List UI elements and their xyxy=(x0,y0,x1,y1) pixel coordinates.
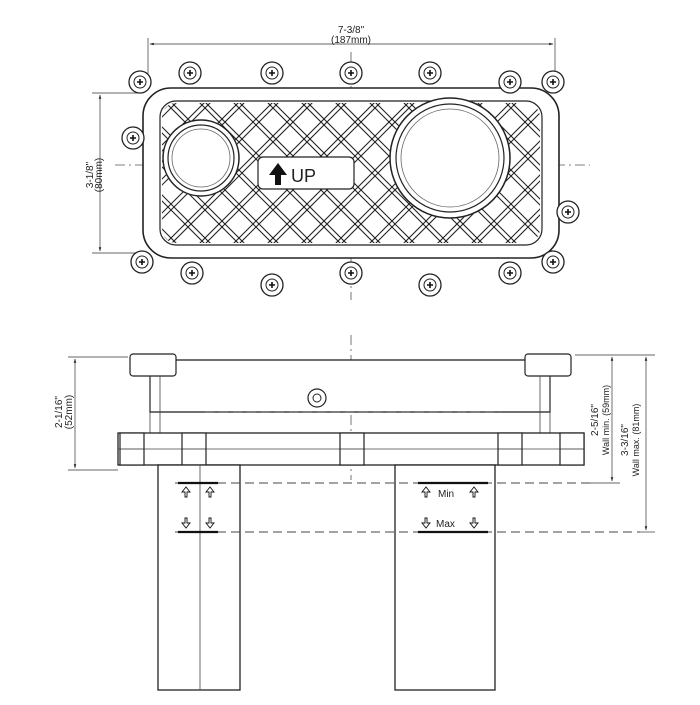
side-height-mm-label: (52mm) xyxy=(64,395,75,429)
wall-max-dimension: 3-3/16" Wall max. (81mm) xyxy=(620,354,655,533)
arrow-up-icon xyxy=(269,163,287,185)
arrow-down-icon xyxy=(205,517,215,529)
cross-screw-icon xyxy=(130,135,136,141)
flange-block xyxy=(497,432,523,466)
side-height-inch-label: 2-1/16" xyxy=(54,396,65,428)
right-outlet xyxy=(389,97,511,219)
cross-screw-icon xyxy=(137,79,143,85)
mounting-tab xyxy=(418,61,442,85)
arrow-up-icon xyxy=(205,486,215,498)
wall-min-label: Wall min. (59mm) xyxy=(601,385,611,455)
mounting-tabs xyxy=(121,61,580,297)
mounting-tab xyxy=(180,261,204,285)
mounting-tab xyxy=(541,70,565,94)
arrow-up-icon xyxy=(181,486,191,498)
left-outlet xyxy=(162,119,240,197)
min-marker-right: Min xyxy=(418,481,488,500)
arrow-down-icon xyxy=(181,517,191,529)
mounting-tab xyxy=(339,61,363,85)
mounting-tab xyxy=(498,261,522,285)
side-port xyxy=(307,388,327,408)
mounting-tab xyxy=(178,61,202,85)
cross-screw-icon xyxy=(565,209,571,215)
width-inch-label: 7-3/8" xyxy=(338,25,365,36)
cross-screw-icon xyxy=(187,70,193,76)
cross-screw-icon xyxy=(550,79,556,85)
arrow-down-icon xyxy=(421,517,431,529)
cross-screw-icon xyxy=(269,70,275,76)
wall-min-inch-label: 2-5/16" xyxy=(590,404,601,436)
right-sleeve xyxy=(394,464,496,691)
min-label: Min xyxy=(438,489,454,500)
cross-screw-icon xyxy=(550,259,556,265)
mounting-tab xyxy=(541,250,565,274)
wall-max-inch-label: 3-3/16" xyxy=(620,424,631,456)
mounting-tab xyxy=(260,61,284,85)
cross-screw-icon xyxy=(348,70,354,76)
height-mm-label: (80mm) xyxy=(94,158,105,192)
cross-screw-icon xyxy=(139,259,145,265)
left-sleeve xyxy=(157,464,241,691)
flange-block xyxy=(119,432,145,466)
mounting-tab xyxy=(121,126,145,150)
mounting-tab xyxy=(130,250,154,274)
mounting-tab xyxy=(556,200,580,224)
min-marker-left xyxy=(178,481,218,498)
wall-min-dimension: 2-5/16" Wall min. (59mm) xyxy=(575,354,620,484)
side-view: Min Max 2-1/16" (52mm) 2-5/16" Wall xyxy=(54,335,655,691)
side-height-dimension: 2-1/16" (52mm) xyxy=(54,356,128,471)
cross-screw-icon xyxy=(427,70,433,76)
wall-max-label: Wall max. (81mm) xyxy=(631,404,641,477)
up-label: UP xyxy=(291,166,316,186)
arrow-down-icon xyxy=(469,517,479,529)
side-body xyxy=(149,359,551,413)
left-top-cap xyxy=(129,353,177,377)
width-mm-label: (187mm) xyxy=(331,35,371,46)
top-view: 7-3/8" (187mm) 3-1/8" (80mm) xyxy=(85,25,590,300)
flange-block xyxy=(181,432,207,466)
up-indicator: UP xyxy=(257,156,355,190)
right-top-cap xyxy=(524,353,572,377)
cross-screw-icon xyxy=(269,282,275,288)
cross-screw-icon xyxy=(427,282,433,288)
mounting-tab xyxy=(418,273,442,297)
mounting-tab xyxy=(260,273,284,297)
mounting-tab xyxy=(339,261,363,285)
cross-screw-icon xyxy=(348,270,354,276)
flange-block xyxy=(559,432,585,466)
max-label: Max xyxy=(436,519,455,530)
height-dimension: 3-1/8" (80mm) xyxy=(85,92,140,254)
arrow-up-icon xyxy=(469,486,479,498)
arrow-up-icon xyxy=(421,486,431,498)
height-inch-label: 3-1/8" xyxy=(85,161,96,188)
flange-block xyxy=(339,432,365,466)
cross-screw-icon xyxy=(507,79,513,85)
max-marker-right: Max xyxy=(418,517,488,534)
cross-screw-icon xyxy=(507,270,513,276)
max-marker-left xyxy=(178,517,218,534)
mounting-tab xyxy=(498,70,522,94)
mounting-tab xyxy=(128,70,152,94)
cross-screw-icon xyxy=(189,270,195,276)
